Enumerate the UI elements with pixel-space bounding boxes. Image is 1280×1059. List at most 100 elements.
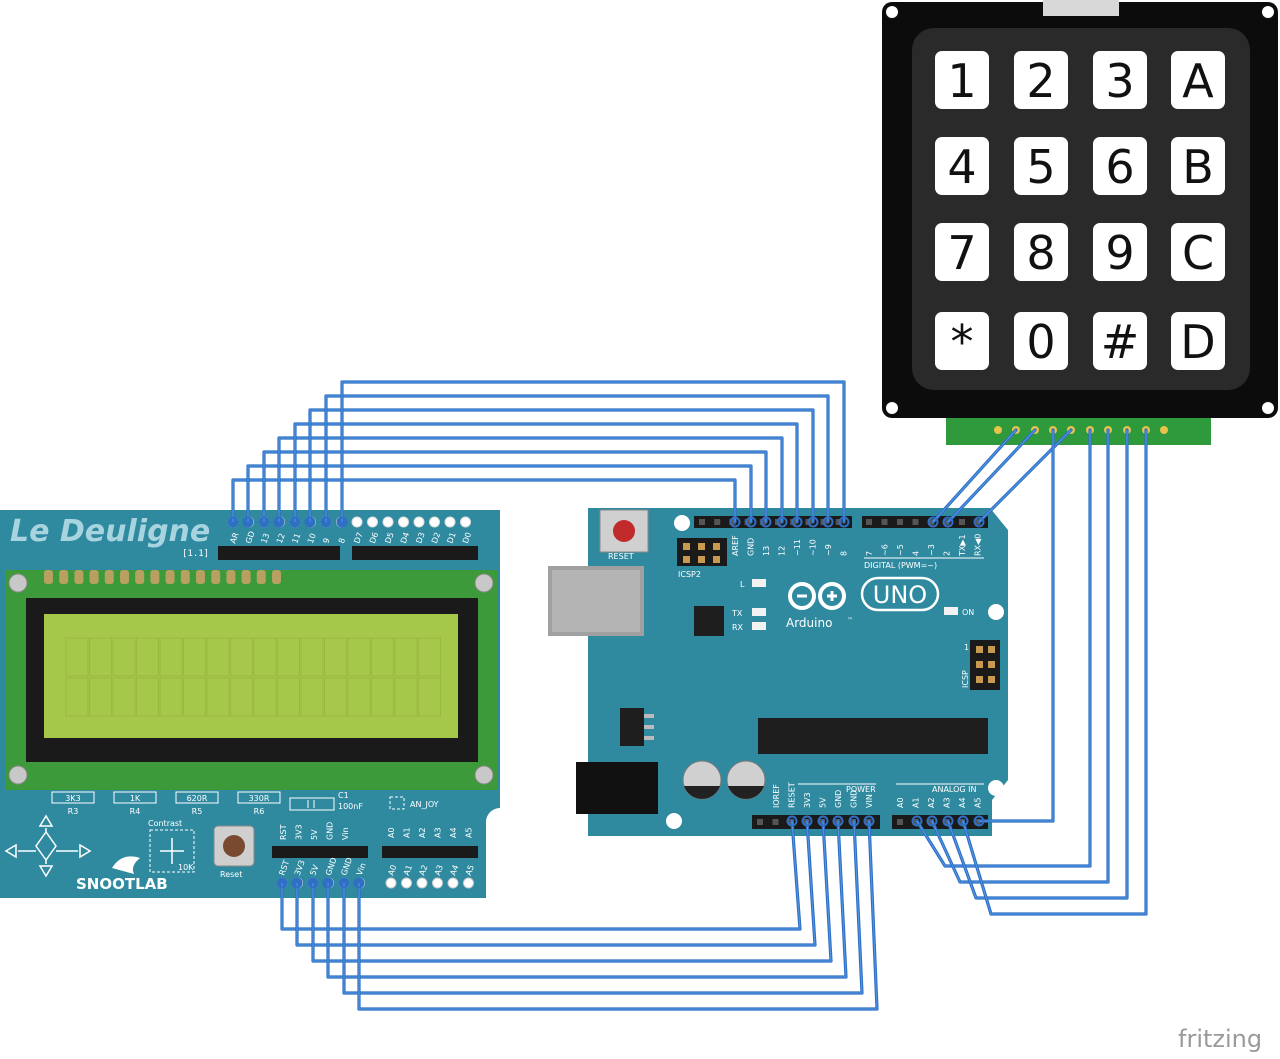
- regulator-leg: [644, 736, 654, 740]
- key-0[interactable]: 0: [1014, 312, 1068, 370]
- key-8[interactable]: 8: [1014, 223, 1068, 281]
- digital-pin-label: ~6: [881, 544, 890, 556]
- wire-endpoint: [791, 516, 803, 528]
- on-label: ON: [962, 608, 974, 617]
- shield-power-pad-label: Vin: [355, 862, 368, 877]
- keypad-hole-tr: [1262, 6, 1274, 18]
- lcd-char-cell: [206, 637, 230, 677]
- reset-button-cap: [613, 520, 635, 542]
- key-label: B: [1182, 140, 1214, 194]
- analog-pin-label: A2: [927, 797, 936, 808]
- shield-top-pin-label: 12: [275, 532, 287, 545]
- lcd-char-cell: [253, 637, 277, 677]
- contrast-pot[interactable]: [149, 829, 195, 873]
- resistor-outline: [51, 791, 95, 804]
- wire-endpoint: [227, 516, 239, 528]
- key-cap: [1014, 223, 1068, 281]
- power-pin-label: 3V3: [803, 792, 812, 808]
- key-label: 5: [1026, 140, 1055, 194]
- shield-analog-pad-label: A1: [402, 864, 414, 877]
- uno-badge: [860, 576, 940, 612]
- key-9[interactable]: 9: [1093, 223, 1147, 281]
- digital-pin-label: 12: [778, 546, 787, 556]
- wire-endpoint: [242, 516, 254, 528]
- icsp2-pin: [713, 543, 720, 550]
- wire-keypad-a1-highlight: [916, 430, 1091, 867]
- key-#[interactable]: #: [1093, 312, 1147, 370]
- wire-endpoint: [863, 815, 875, 827]
- power-pin-label: IOREF: [772, 784, 781, 808]
- shield-maker: SNOOTLAB: [76, 875, 168, 893]
- wire-power-5-highlight: [358, 820, 878, 1010]
- shield-top-pin-label: D5: [383, 531, 395, 545]
- arduino-uno: RESET ICSP2 L TX RX UNO Arduino ™ ON: [548, 508, 1008, 836]
- led-tx-label: TX: [731, 609, 743, 618]
- key-6[interactable]: 6: [1093, 137, 1147, 195]
- digital-socket: [866, 519, 872, 525]
- led-l-label: L: [740, 580, 745, 589]
- flame-logo-icon: [112, 856, 140, 874]
- key-C[interactable]: C: [1171, 223, 1225, 281]
- key-A[interactable]: A: [1171, 51, 1225, 109]
- resistor-value: 620R: [187, 794, 208, 803]
- wire-endpoint: [942, 815, 954, 827]
- mount-hole: [674, 515, 690, 531]
- pot-value: 10K: [178, 863, 194, 872]
- key-3[interactable]: 3: [1093, 51, 1147, 109]
- shield-top-pad: [367, 516, 378, 528]
- resistor-outline: [113, 791, 157, 804]
- icsp2-pin: [698, 543, 705, 550]
- key-2[interactable]: 2: [1014, 51, 1068, 109]
- digital-pin-label: ~9: [824, 544, 833, 556]
- shield-top-pad: [429, 516, 440, 528]
- key-cap: [1171, 51, 1225, 109]
- lcd-pad: [44, 570, 53, 584]
- key-*[interactable]: *: [935, 312, 989, 370]
- icsp2-pin: [698, 556, 705, 563]
- icsp-pin: [988, 676, 995, 683]
- shield-analog-label: A5: [465, 827, 474, 838]
- lcd-char-cell: [371, 677, 394, 717]
- key-7[interactable]: 7: [935, 223, 989, 281]
- wire-endpoint: [760, 516, 772, 528]
- contrast-label: Contrast: [148, 819, 182, 828]
- lcd-char-cell: [324, 677, 347, 717]
- joy-jumper: [389, 796, 405, 810]
- shield-analog-pad: [432, 877, 443, 889]
- shield-top-pad: [444, 516, 456, 528]
- wire-shield-d4-highlight: [294, 423, 798, 522]
- lcd-pad: [241, 570, 251, 584]
- wire-endpoint: [258, 516, 270, 528]
- analog-socket: [897, 819, 903, 825]
- lcd-char-cell: [300, 637, 324, 677]
- shield-analog-label: A4: [449, 827, 458, 838]
- keypad-face: [912, 28, 1250, 390]
- wire-endpoint: [273, 516, 285, 528]
- wire-shield-d1-highlight: [247, 465, 752, 522]
- digital-pin-label: GND: [747, 538, 756, 556]
- key-5[interactable]: 5: [1014, 137, 1068, 195]
- digital-pin-label: 13: [762, 546, 771, 556]
- cap-outline: [289, 797, 335, 811]
- lcd-pad: [256, 570, 266, 584]
- key-B[interactable]: B: [1171, 137, 1225, 195]
- lcd-pad: [150, 570, 160, 584]
- digital-pin-label: AREF: [731, 535, 740, 556]
- joystick-icon[interactable]: [4, 814, 92, 878]
- key-label: D: [1180, 315, 1215, 369]
- shield-top-pin-label: D3: [414, 531, 426, 545]
- key-D[interactable]: D: [1171, 312, 1225, 370]
- model-label: UNO: [873, 581, 927, 609]
- icsp-pin: [976, 646, 983, 653]
- resistor-ref: R5: [192, 807, 203, 816]
- key-1[interactable]: 1: [935, 51, 989, 109]
- shield-top-pin-label: 13: [259, 532, 271, 545]
- atmega328-chip: [758, 718, 988, 754]
- power-pin-label: GND: [850, 790, 859, 808]
- lcd-char-cell: [418, 637, 441, 677]
- key-4[interactable]: 4: [935, 137, 989, 195]
- led-rx: [752, 622, 766, 630]
- key-cap: [1014, 137, 1068, 195]
- digital-pin-label: RX◀0: [974, 534, 983, 556]
- key-cap: [935, 223, 989, 281]
